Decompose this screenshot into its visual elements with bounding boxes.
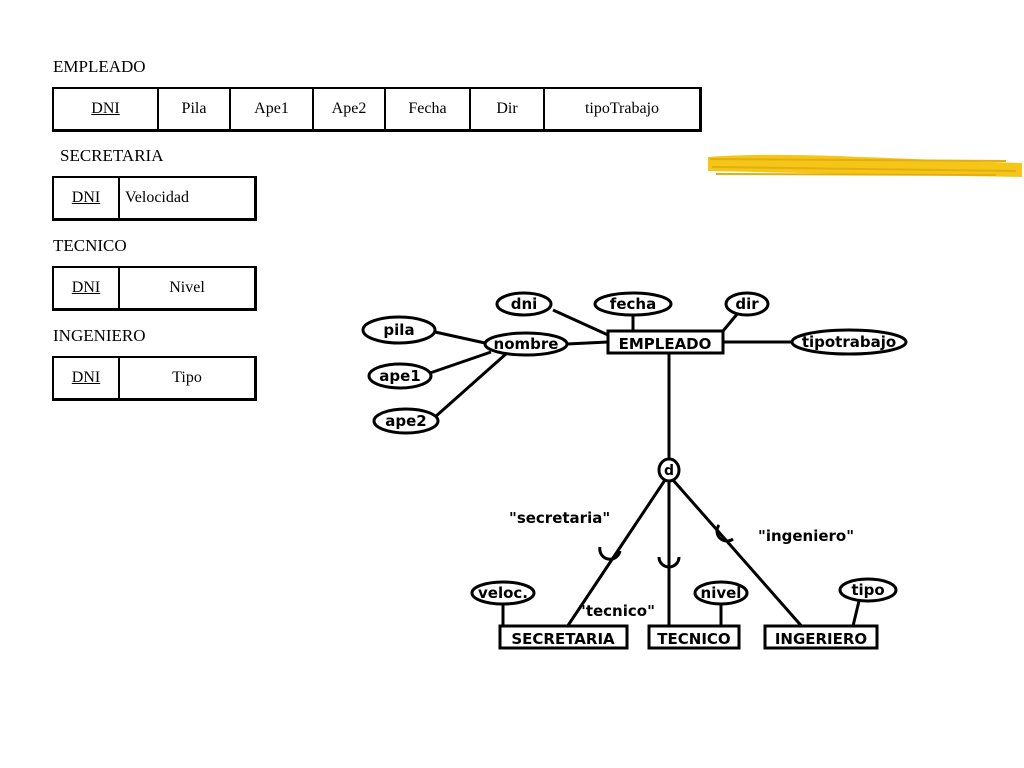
entity-secretaria-label: SECRETARIA	[511, 630, 615, 648]
attr-pila	[361, 315, 437, 345]
column-dir: Dir	[470, 88, 544, 130]
attr-ape2	[372, 407, 440, 435]
attribute-ellipses	[361, 291, 908, 606]
label-tecnico: "tecnico"	[578, 602, 655, 620]
column-nivel: Nivel	[119, 267, 255, 309]
column-velocidad: Velocidad	[119, 177, 255, 219]
attr-tipotrabajo	[790, 328, 908, 356]
attr-ape1-label: ape1	[379, 367, 420, 385]
table-tecnico: DNI Nivel	[52, 266, 257, 311]
attr-ape2-label: ape2	[385, 412, 426, 430]
disjoint-label: d	[664, 463, 674, 479]
column-dni: DNI	[53, 357, 119, 399]
attr-dni-label: dni	[511, 295, 538, 313]
attr-pila-label: pila	[383, 321, 414, 339]
attr-tipo-label: tipo	[851, 581, 884, 599]
column-ape1: Ape1	[230, 88, 313, 130]
attr-dir	[724, 291, 770, 317]
table-title-empleado: EMPLEADO	[53, 57, 146, 76]
highlighter-texture	[709, 158, 1017, 176]
attr-veloc	[470, 580, 536, 606]
entity-empleado-label: EMPLEADO	[619, 335, 712, 353]
label-secretaria: "secretaria"	[509, 509, 610, 527]
table-secretaria: DNI Velocidad	[52, 176, 257, 221]
attr-veloc-label: veloc.	[478, 584, 528, 602]
entity-tecnico	[647, 624, 741, 650]
column-dni: DNI	[53, 177, 119, 219]
attr-nivel-label: nivel	[701, 584, 742, 602]
attr-nombre	[483, 331, 569, 357]
column-dni: DNI	[53, 267, 119, 309]
column-dni: DNI	[53, 88, 158, 130]
attr-nombre-label: nombre	[494, 335, 559, 353]
attr-dir-label: dir	[735, 295, 759, 313]
entity-empleado	[606, 329, 725, 355]
entity-secretaria	[498, 624, 629, 650]
entity-boxes	[498, 329, 879, 650]
line-secretaria	[563, 479, 667, 631]
entity-ingeniero	[763, 624, 879, 650]
connector-lines	[429, 308, 861, 631]
table-title-ingeniero: INGENIERO	[53, 326, 146, 345]
disjoint-circle	[657, 457, 681, 483]
attr-fecha	[593, 291, 673, 317]
line-tipo	[851, 600, 861, 627]
column-pila: Pila	[158, 88, 230, 130]
line-dir	[721, 312, 740, 332]
attr-tipotrabajo-label: tipotrabajo	[802, 333, 896, 351]
table-title-secretaria: SECRETARIA	[60, 146, 164, 165]
attr-tipo	[838, 577, 898, 603]
line-ape2	[434, 351, 508, 419]
line-ape1	[429, 350, 492, 375]
line-pila	[434, 330, 486, 345]
attr-dni	[495, 291, 553, 317]
entity-ingeniero-label: INGERIERO	[775, 630, 867, 648]
column-fecha: Fecha	[385, 88, 470, 130]
label-ingeniero: "ingeniero"	[758, 527, 854, 545]
subset-arc-tecnico	[657, 556, 681, 569]
column-tipotrabajo: tipoTrabajo	[544, 88, 700, 130]
line-nombre	[566, 340, 609, 346]
attr-fecha-label: fecha	[610, 295, 656, 313]
table-ingeniero: DNI Tipo	[52, 356, 257, 401]
line-dni	[552, 308, 609, 337]
attr-nivel	[693, 580, 749, 606]
subset-arc-secretaria	[598, 546, 622, 561]
table-title-tecnico: TECNICO	[53, 236, 127, 255]
entity-tecnico-label: TECNICO	[657, 630, 730, 648]
table-empleado: DNI Pila Ape1 Ape2 Fecha Dir tipoTrabajo	[52, 87, 702, 132]
column-ape2: Ape2	[313, 88, 385, 130]
column-tipo: Tipo	[119, 357, 255, 399]
subset-arc-ingeniero	[715, 524, 734, 543]
attr-ape1	[367, 362, 433, 390]
line-ingeniero	[671, 479, 807, 631]
highlighter-stroke	[708, 154, 1022, 177]
er-diagram: EMPLEADO SECRETARIA TECNICO INGERIERO dn…	[333, 255, 913, 660]
